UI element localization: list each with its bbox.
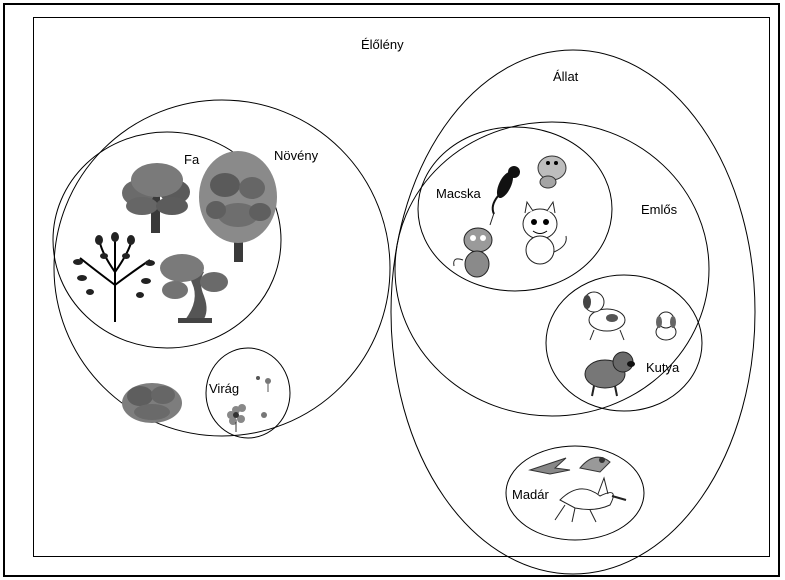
cat-set-label: Macska	[436, 186, 481, 201]
dog-set-label: Kutya	[646, 360, 680, 375]
tree-set-ellipse	[52, 131, 282, 349]
tree-illustration	[73, 232, 155, 322]
cat-illustration	[453, 155, 567, 278]
living-beings-label: Élőlény	[361, 37, 404, 52]
plant-set-label: Növény	[274, 148, 319, 163]
bird-set-label: Madár	[512, 487, 549, 502]
tree-illustration	[199, 151, 277, 262]
plant-set-ellipse	[53, 99, 391, 437]
tree-set-label: Fa	[184, 152, 200, 167]
outer-border	[3, 3, 780, 577]
flower-set-ellipse	[205, 347, 291, 439]
flower-set-label: Virág	[209, 381, 240, 396]
flower-illustration	[227, 376, 271, 432]
dog-set-ellipse	[545, 274, 703, 412]
tree-illustration	[160, 254, 228, 323]
tree-illustration	[122, 163, 190, 233]
cat-set-ellipse	[417, 126, 613, 292]
living-beings-frame	[33, 17, 770, 557]
dog-illustration	[583, 291, 677, 397]
bird-illustration	[528, 456, 627, 523]
mammal-set-ellipse	[394, 121, 710, 417]
animal-set-ellipse	[390, 49, 756, 575]
bird-set-ellipse	[505, 445, 645, 541]
mammal-set-label: Emlős	[641, 202, 678, 217]
bush-illustration	[122, 383, 182, 423]
animal-set-label: Állat	[553, 69, 579, 84]
